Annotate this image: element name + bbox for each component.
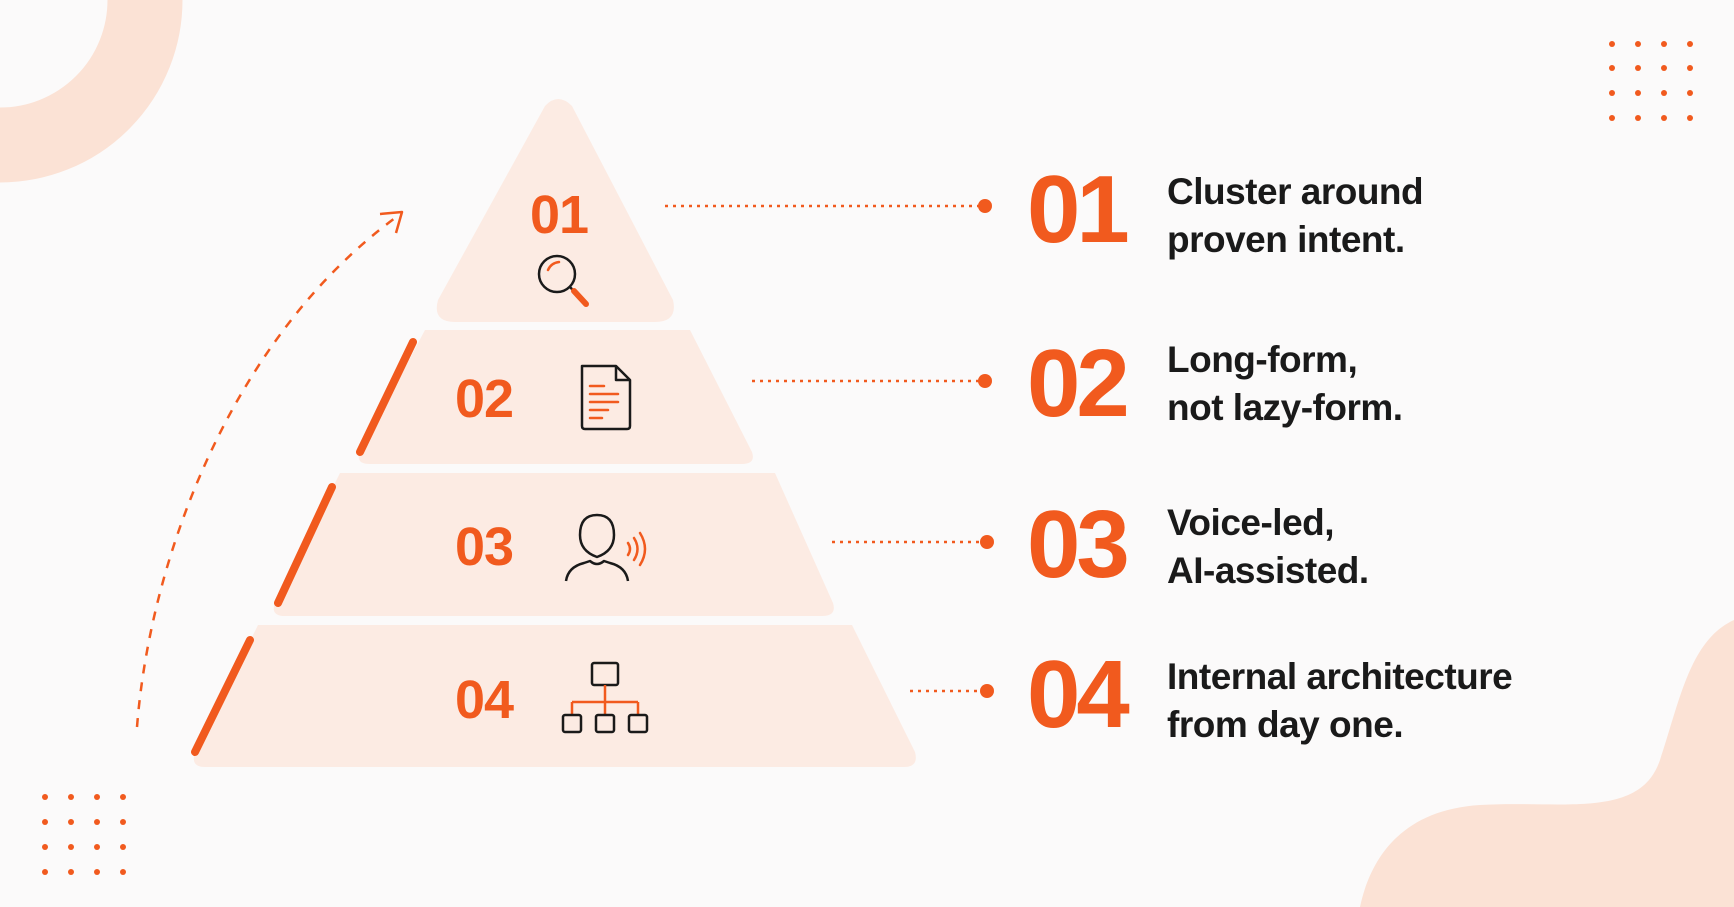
step-3-line-2: AI-assisted. (1167, 550, 1369, 591)
connectors (665, 204, 982, 693)
dot-grid-bottom-left (42, 794, 126, 875)
step-2-description: Long-form, not lazy-form. (1167, 336, 1403, 432)
step-1-description: Cluster around proven intent. (1167, 168, 1424, 264)
pyramid-layer-3 (273, 473, 834, 616)
step-3-line-1: Voice-led, (1167, 502, 1335, 543)
layer-2-number: 02 (455, 369, 514, 429)
pyramid-layer-4 (193, 625, 916, 767)
step-4-line-1: Internal architecture (1167, 656, 1513, 697)
step-1-heading: 01 (1027, 156, 1130, 263)
step-2-line-2: not lazy-form. (1167, 387, 1403, 428)
ring-decor (0, 0, 183, 183)
step-3-heading: 03 (1027, 491, 1130, 598)
dot-grid-top-right (1609, 41, 1693, 121)
connector-dots (978, 199, 994, 698)
growth-arrow (135, 216, 396, 728)
sitemap-icon (561, 661, 649, 734)
magnifier-icon (537, 254, 589, 307)
step-1-line-2: proven intent. (1167, 219, 1405, 260)
pyramid (193, 99, 916, 767)
step-1-line-1: Cluster around (1167, 171, 1424, 212)
pyramid-accents (191, 338, 417, 756)
layer-4-number: 04 (455, 670, 514, 730)
step-2-line-1: Long-form, (1167, 339, 1358, 380)
step-4-heading: 04 (1027, 641, 1130, 748)
layer-3-number: 03 (455, 517, 514, 577)
pyramid-layer-2 (358, 330, 753, 464)
pyramid-layer-1 (436, 99, 674, 322)
layer-1-number: 01 (530, 185, 589, 245)
step-4-description: Internal architecture from day one. (1167, 653, 1513, 749)
step-3-description: Voice-led, AI-assisted. (1167, 499, 1369, 595)
arrow-head (379, 210, 404, 234)
document-icon (580, 364, 632, 431)
step-4-line-2: from day one. (1167, 704, 1404, 745)
step-2-heading: 02 (1027, 330, 1130, 437)
blob-decor (1360, 620, 1734, 907)
voice-user-icon (564, 513, 647, 582)
